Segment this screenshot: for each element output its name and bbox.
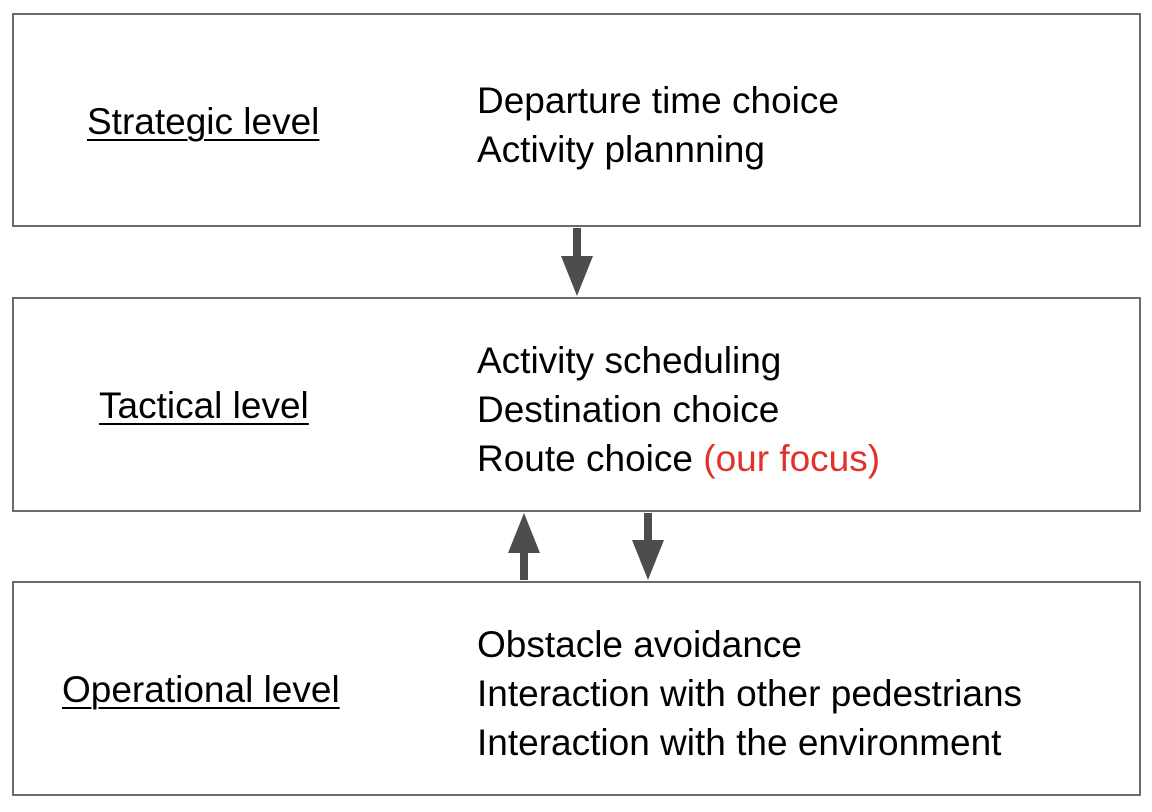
arrow-operational-to-tactical: [508, 513, 540, 580]
operational-item-interaction-environment: Interaction with the environment: [477, 722, 1002, 763]
operational-item-obstacle-avoidance: Obstacle avoidance: [477, 624, 802, 665]
operational-level-box: Operational level Obstacle avoidance Int…: [12, 581, 1141, 796]
tactical-level-title: Tactical level: [99, 385, 309, 426]
operational-level-title: Operational level: [62, 669, 340, 710]
tactical-level-box: Tactical level Activity scheduling Desti…: [12, 297, 1141, 512]
strategic-level-title: Strategic level: [87, 101, 320, 142]
strategic-item-activity-planning: Activity plannning: [477, 129, 765, 170]
tactical-item-activity-scheduling: Activity scheduling: [477, 340, 782, 381]
operational-level-items: Obstacle avoidance Interaction with othe…: [477, 620, 1022, 767]
arrow-tactical-to-operational: [632, 513, 664, 580]
strategic-level-box: Strategic level Departure time choice Ac…: [12, 13, 1141, 227]
strategic-item-departure-time: Departure time choice: [477, 80, 839, 121]
arrow-strategic-to-tactical: [561, 228, 593, 296]
strategic-level-items: Departure time choice Activity plannning: [477, 76, 839, 174]
tactical-item-destination-choice: Destination choice: [477, 389, 780, 430]
tactical-item-route-choice: Route choice: [477, 438, 693, 479]
operational-item-interaction-pedestrians: Interaction with other pedestrians: [477, 673, 1023, 714]
focus-note: (our focus): [703, 438, 881, 479]
tactical-level-items: Activity scheduling Destination choice R…: [477, 336, 880, 483]
tactical-item-route-choice-row: Route choice (our focus): [477, 434, 880, 483]
